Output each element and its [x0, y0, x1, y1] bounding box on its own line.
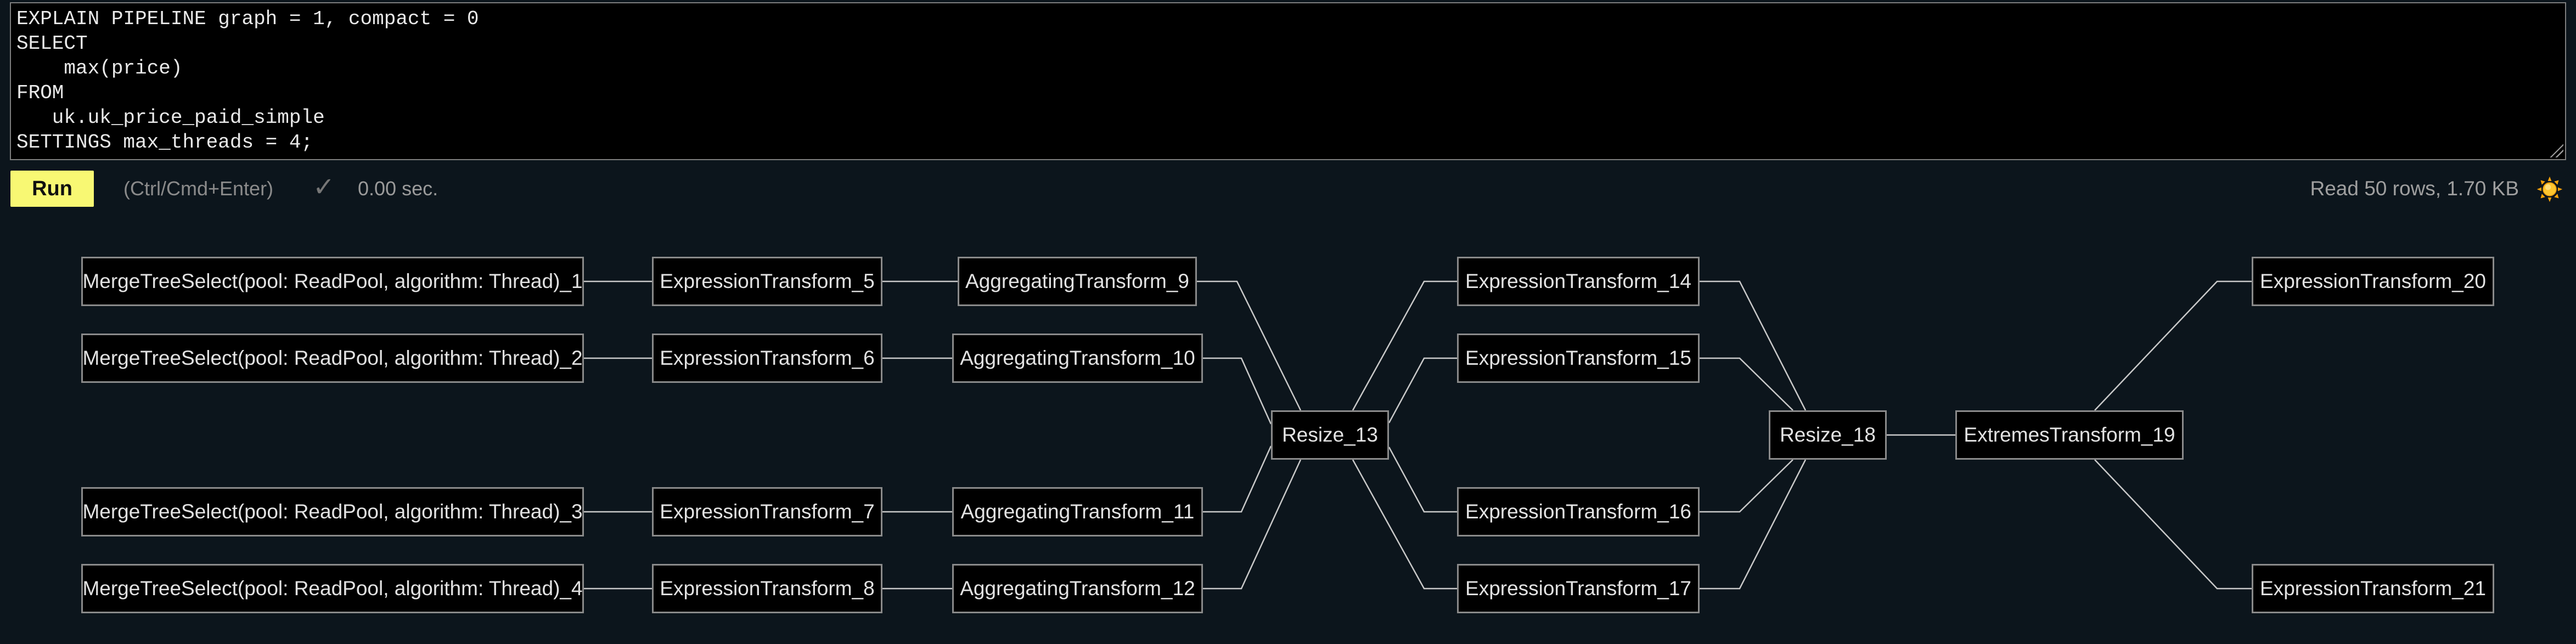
theme-toggle-button[interactable] [2536, 176, 2563, 202]
code-line: uk.uk_price_paid_simple [16, 106, 325, 129]
graph-node-expressiontransform_8: ExpressionTransform_8 [652, 564, 882, 613]
success-check-icon: ✓ [313, 173, 335, 202]
code-line: SETTINGS max_threads = 4; [16, 131, 313, 154]
run-button[interactable]: Run [10, 171, 94, 207]
graph-node-expressiontransform_14: ExpressionTransform_14 [1457, 257, 1700, 306]
edge-expressiontransform_16-resize_18 [1700, 459, 1793, 513]
edge-resize_13-expressiontransform_17 [1352, 459, 1457, 590]
graph-node-expressiontransform_6: ExpressionTransform_6 [652, 334, 882, 383]
read-stats: Read 50 rows, 1.70 KB [2310, 177, 2519, 200]
graph-node-resize_18: Resize_18 [1769, 410, 1887, 460]
edge-expressiontransform_14-resize_18 [1700, 280, 1807, 411]
graph-node-aggregatingtransform_11: AggregatingTransform_11 [952, 487, 1203, 536]
graph-node-mergetreeselect_1: MergeTreeSelect(pool: ReadPool, algorith… [81, 257, 584, 306]
edge-aggregatingtransform_9-resize_13 [1197, 280, 1302, 411]
edge-extremestransform_19-expressiontransform_20 [2094, 280, 2252, 411]
graph-node-mergetreeselect_4: MergeTreeSelect(pool: ReadPool, algorith… [81, 564, 584, 613]
code-line: FROM [16, 82, 64, 104]
graph-node-expressiontransform_16: ExpressionTransform_16 [1457, 487, 1700, 536]
graph-node-expressiontransform_7: ExpressionTransform_7 [652, 487, 882, 536]
graph-node-expressiontransform_15: ExpressionTransform_15 [1457, 334, 1700, 383]
graph-node-aggregatingtransform_10: AggregatingTransform_10 [952, 334, 1203, 383]
elapsed-time: 0.00 sec. [358, 177, 438, 200]
graph-node-extremestransform_19: ExtremesTransform_19 [1955, 410, 2184, 460]
graph-node-aggregatingtransform_9: AggregatingTransform_9 [958, 257, 1197, 306]
graph-node-expressiontransform_20: ExpressionTransform_20 [2252, 257, 2494, 306]
edge-resize_13-expressiontransform_16 [1388, 447, 1457, 513]
graph-node-mergetreeselect_3: MergeTreeSelect(pool: ReadPool, algorith… [81, 487, 584, 536]
graph-node-expressiontransform_17: ExpressionTransform_17 [1457, 564, 1700, 613]
sun-icon [2536, 176, 2563, 202]
graph-node-aggregatingtransform_12: AggregatingTransform_12 [952, 564, 1203, 613]
edge-aggregatingtransform_11-resize_13 [1203, 445, 1272, 513]
edge-resize_13-expressiontransform_14 [1352, 280, 1457, 411]
code-line: SELECT [16, 32, 88, 55]
shortcut-hint: (Ctrl/Cmd+Enter) [123, 177, 274, 200]
edge-extremestransform_19-expressiontransform_21 [2094, 459, 2252, 590]
graph-node-expressiontransform_21: ExpressionTransform_21 [2252, 564, 2494, 613]
graph-node-expressiontransform_5: ExpressionTransform_5 [652, 257, 882, 306]
edge-aggregatingtransform_10-resize_13 [1203, 357, 1272, 425]
edge-resize_13-expressiontransform_15 [1388, 357, 1457, 423]
code-line: EXPLAIN PIPELINE graph = 1, compact = 0 [16, 8, 479, 30]
edge-expressiontransform_15-resize_18 [1700, 357, 1793, 411]
graph-node-resize_13: Resize_13 [1271, 410, 1389, 460]
edge-aggregatingtransform_12-resize_13 [1203, 459, 1302, 590]
graph-node-mergetreeselect_2: MergeTreeSelect(pool: ReadPool, algorith… [81, 334, 584, 383]
code-line: max(price) [16, 57, 183, 80]
edge-expressiontransform_17-resize_18 [1700, 459, 1807, 590]
